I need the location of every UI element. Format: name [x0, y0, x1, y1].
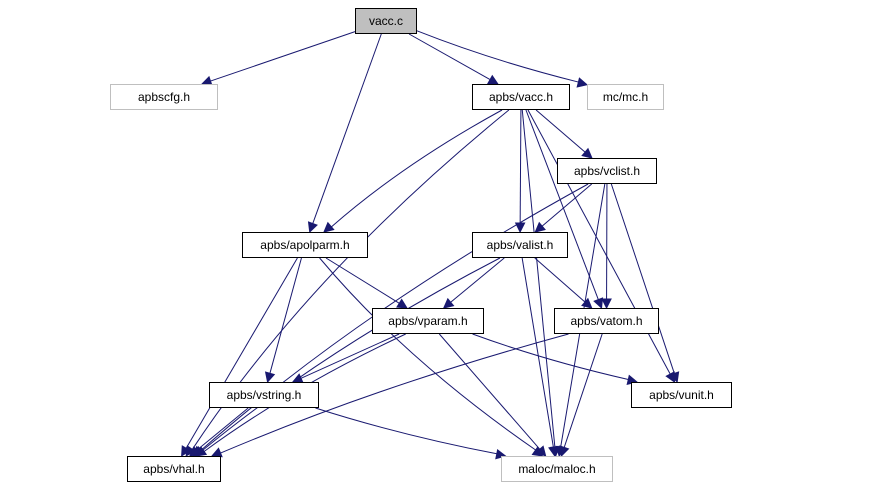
node-vacc-c: vacc.c	[355, 8, 417, 34]
node-label: apbs/vacc.h	[488, 90, 554, 104]
node-apbs-valist-h[interactable]: apbs/valist.h	[472, 232, 568, 258]
edge-vatom-to-maloc	[563, 333, 603, 448]
edge-apolparm-to-vstring	[269, 257, 302, 374]
arrowhead-valist-to-vatom	[581, 297, 593, 309]
node-maloc-maloc-h: maloc/maloc.h	[501, 456, 613, 482]
edge-vparam-to-maloc	[438, 333, 541, 450]
edge-apolparm-to-vhal	[185, 257, 298, 449]
edge-vacc_h-to-vatom	[525, 109, 599, 300]
node-label: vacc.c	[368, 14, 403, 28]
arrowhead-apolparm-to-vparam	[396, 298, 408, 309]
node-label: apbs/valist.h	[486, 238, 554, 252]
node-apbs-vunit-h[interactable]: apbs/vunit.h	[631, 382, 732, 408]
node-apbs-vatom-h[interactable]: apbs/vatom.h	[554, 308, 659, 334]
edge-valist-to-vatom	[534, 257, 586, 303]
edge-vparam-to-vstring	[300, 333, 400, 379]
edge-vacc_h-to-maloc	[521, 109, 556, 448]
edge-valist-to-maloc	[521, 257, 554, 448]
edge-vparam-to-vunit	[472, 333, 629, 380]
edge-vstring-to-vhal	[196, 407, 249, 451]
arrowhead-vatom-to-maloc	[559, 445, 570, 458]
arrowhead-vclist-to-vatom	[601, 298, 612, 310]
node-label: apbscfg.h	[137, 90, 191, 104]
edge-vacc_c-to-vacc_h	[408, 33, 491, 81]
edge-vacc_h-to-valist	[519, 109, 522, 224]
node-apbs-vstring-h[interactable]: apbs/vstring.h	[209, 382, 319, 408]
node-apbs-vhal-h[interactable]: apbs/vhal.h	[127, 456, 221, 482]
node-mc-mc-h: mc/mc.h	[587, 84, 664, 110]
node-apbs-vclist-h[interactable]: apbs/vclist.h	[557, 158, 657, 184]
edge-vacc_h-to-apolparm	[331, 109, 503, 228]
arrowhead-vacc_h-to-vatom	[593, 297, 604, 310]
edge-vacc_h-to-vclist	[535, 109, 586, 153]
node-apbs-apolparm-h[interactable]: apbs/apolparm.h	[242, 232, 368, 258]
edge-vatom-to-vhal	[220, 333, 569, 454]
arrowhead-vacc_c-to-mc	[576, 77, 589, 88]
edge-vstring-to-maloc	[315, 407, 497, 455]
node-label: apbs/vunit.h	[649, 388, 714, 402]
arrowhead-vacc_h-to-vclist	[581, 147, 593, 159]
node-label: apbs/apolparm.h	[260, 238, 350, 252]
node-apbs-vacc-h[interactable]: apbs/vacc.h	[472, 84, 570, 110]
node-label: apbs/vhal.h	[143, 462, 205, 476]
node-label: apbs/vatom.h	[570, 314, 643, 328]
edge-vclist-to-vunit	[610, 183, 675, 374]
arrowhead-valist-to-vparam	[442, 297, 455, 309]
arrowhead-vacc_h-to-apolparm	[323, 221, 335, 233]
node-label: apbs/vparam.h	[388, 314, 468, 328]
node-label: mc/mc.h	[602, 90, 649, 104]
arrowhead-vstring-to-vhal	[188, 445, 201, 457]
arrowhead-vclist-to-vunit	[669, 371, 680, 384]
edge-vacc_h-to-vunit	[527, 109, 671, 375]
arrowhead-vacc_c-to-apolparm	[307, 221, 318, 234]
edge-valist-to-vhal	[201, 257, 501, 452]
edge-apolparm-to-maloc	[319, 257, 536, 451]
arrowhead-apolparm-to-vstring	[264, 371, 276, 384]
node-label: apbs/vstring.h	[226, 388, 302, 402]
node-label: apbs/vclist.h	[573, 164, 641, 178]
arrowhead-vclist-to-valist	[534, 221, 546, 233]
edge-vacc_c-to-apolparm	[312, 33, 382, 224]
node-apbs-vparam-h[interactable]: apbs/vparam.h	[372, 308, 484, 334]
arrowhead-apolparm-to-vhal	[181, 445, 191, 457]
arrowhead-valist-to-maloc	[548, 445, 559, 458]
edge-valist-to-vparam	[450, 257, 505, 303]
edge-vacc_c-to-apbscfg	[210, 31, 356, 82]
edge-apolparm-to-vparam	[325, 257, 400, 304]
arrowhead-vacc_c-to-vacc_h	[487, 74, 499, 85]
node-apbscfg-h: apbscfg.h	[110, 84, 218, 110]
edge-vclist-to-valist	[541, 183, 593, 227]
edge-vacc_c-to-mc	[416, 30, 579, 83]
node-label: maloc/maloc.h	[518, 462, 596, 476]
arrowhead-vparam-to-maloc	[535, 445, 547, 457]
